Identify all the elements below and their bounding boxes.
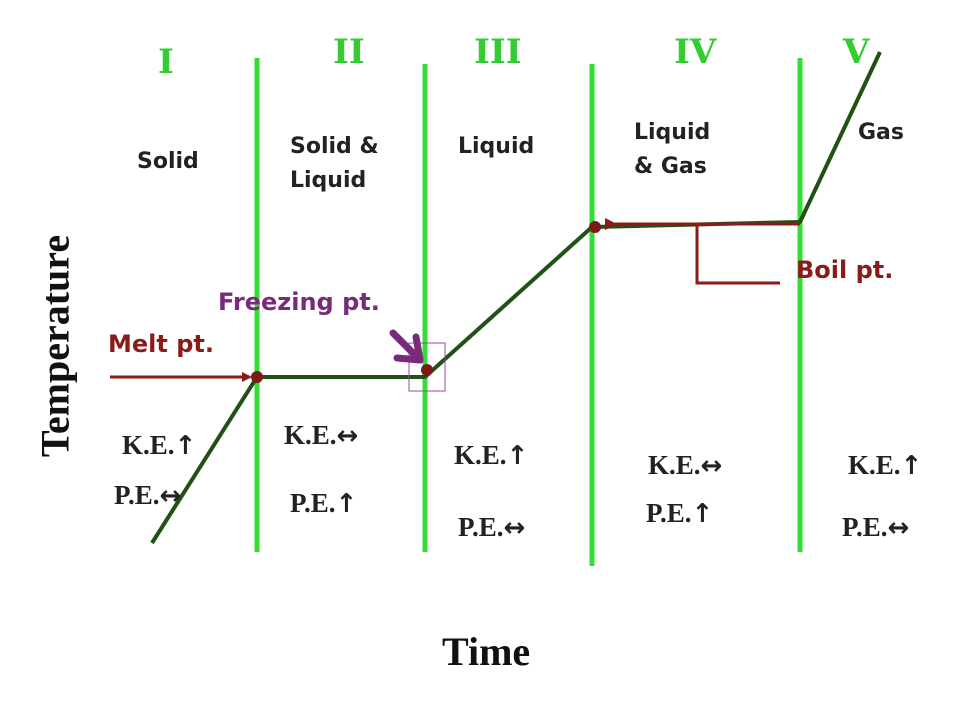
pe-text: P.E. bbox=[114, 480, 160, 510]
freezing-point-label: Freezing pt. bbox=[218, 288, 380, 316]
ke-label-5: K.E.↑ bbox=[848, 450, 922, 481]
pe-leftright-arrow-icon: ↔ bbox=[503, 513, 526, 543]
pe-leftright-arrow-icon: ↔ bbox=[887, 513, 910, 543]
phase-label-line: Liquid bbox=[458, 134, 535, 159]
boil-point-dot bbox=[589, 221, 601, 233]
ke-up-arrow-icon: ↑ bbox=[506, 441, 529, 471]
pe-text: P.E. bbox=[290, 488, 336, 518]
ke-leftright-arrow-icon: ↔ bbox=[700, 451, 723, 481]
ke-leftright-arrow-icon: ↔ bbox=[336, 421, 359, 451]
ke-text: K.E. bbox=[122, 430, 175, 460]
region-numeral-4: IV bbox=[674, 32, 717, 72]
ke-up-arrow-icon: ↑ bbox=[900, 451, 923, 481]
phase-label-line: Liquid bbox=[290, 168, 367, 193]
pe-text: P.E. bbox=[646, 498, 692, 528]
phase-label-line: Solid & bbox=[290, 134, 379, 159]
phase-label-1: Solid bbox=[137, 145, 199, 179]
region-numeral-2: II bbox=[333, 32, 365, 72]
ke-up-arrow-icon: ↑ bbox=[174, 431, 197, 461]
freezing-point-arrowhead bbox=[393, 333, 424, 364]
boil-point-leader bbox=[695, 224, 780, 285]
region-numeral-3: III bbox=[474, 32, 522, 72]
ke-label-4: K.E.↔ bbox=[648, 450, 722, 481]
phase-label-line: Gas bbox=[858, 120, 904, 145]
pe-label-4: P.E.↑ bbox=[646, 498, 713, 529]
ke-text: K.E. bbox=[454, 440, 507, 470]
phase-label-line: & Gas bbox=[634, 154, 707, 179]
ke-label-3: K.E.↑ bbox=[454, 440, 528, 471]
freezing-point-box bbox=[408, 342, 446, 392]
region-numeral-5: V bbox=[843, 32, 870, 72]
phase-label-5: Gas bbox=[858, 116, 904, 150]
pe-label-1: P.E.↔ bbox=[114, 480, 181, 511]
pe-label-2: P.E.↑ bbox=[290, 488, 357, 519]
freezing-point-arrow-shaft bbox=[389, 329, 424, 364]
melt-point-dot bbox=[251, 371, 263, 383]
ke-text: K.E. bbox=[284, 420, 337, 450]
freezing-point-dot bbox=[421, 364, 433, 376]
x-axis-label: Time bbox=[442, 629, 531, 674]
phase-label-4: Liquid & Gas bbox=[634, 116, 710, 184]
pe-label-3: P.E.↔ bbox=[458, 512, 525, 543]
phase-label-2: Solid & Liquid bbox=[290, 130, 379, 198]
phase-label-line: Solid bbox=[137, 149, 199, 174]
melt-point-label: Melt pt. bbox=[108, 330, 214, 358]
heating-curve bbox=[150, 51, 882, 545]
pe-text: P.E. bbox=[842, 512, 888, 542]
ke-text: K.E. bbox=[848, 450, 901, 480]
pe-leftright-arrow-icon: ↔ bbox=[159, 481, 182, 511]
boil-point-label: Boil pt. bbox=[796, 256, 894, 284]
ke-label-2: K.E.↔ bbox=[284, 420, 358, 451]
region-numeral-1: I bbox=[158, 42, 174, 82]
phase-label-3: Liquid bbox=[458, 130, 534, 164]
pe-up-arrow-icon: ↑ bbox=[691, 499, 714, 529]
pe-text: P.E. bbox=[458, 512, 504, 542]
pe-up-arrow-icon: ↑ bbox=[335, 489, 358, 519]
phase-label-line: Liquid bbox=[634, 120, 711, 145]
ke-text: K.E. bbox=[648, 450, 701, 480]
ke-label-1: K.E.↑ bbox=[122, 430, 196, 461]
y-axis-label: Temperature bbox=[32, 234, 78, 458]
pe-label-5: P.E.↔ bbox=[842, 512, 909, 543]
